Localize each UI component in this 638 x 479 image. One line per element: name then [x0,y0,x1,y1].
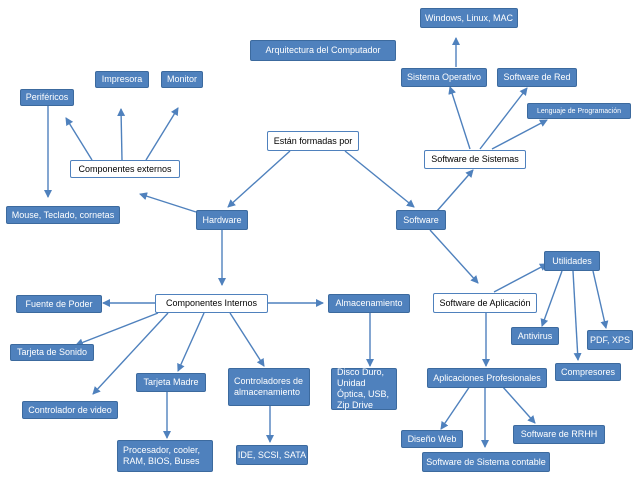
node-mouse: Mouse, Teclado, cornetas [6,206,120,224]
node-utilities: Utilidades [544,251,600,271]
node-peripherals: Periféricos [20,89,74,106]
node-os: Sistema Operativo [401,68,487,87]
arrow-utilities-to-compressors [572,270,582,361]
arrow-sys-to-lang [491,119,548,150]
node-motherboard: Tarjeta Madre [136,373,206,392]
node-compressors: Compresores [555,363,621,381]
node-os-list: Windows, Linux, MAC [420,8,518,28]
arrow-sys-to-net [479,87,528,150]
node-printer: Impresora [95,71,149,88]
arrow-external-to-printer [117,108,126,161]
arrow-external-to-monitor [145,107,179,161]
node-storage: Almacenamiento [328,294,410,313]
arrow-proapps-to-hr [501,385,536,424]
node-pro-apps: Aplicaciones Profesionales [427,368,547,388]
arrow-hardware-to-external [139,192,197,213]
node-antivirus: Antivirus [511,327,559,345]
node-net-software: Software de Red [497,68,577,87]
node-power: Fuente de Poder [16,295,102,313]
node-disks: Disco Duro, Unidad Óptica, USB, Zip Driv… [331,367,397,410]
node-software: Software [396,210,446,230]
arrow-internal-to-storage-ctrl [229,312,265,367]
arrow-sys-to-os [448,86,471,150]
node-formed-by: Están formadas por [267,131,359,151]
arrow-internal-to-motherboard [177,312,205,372]
node-storage-ctrl: Controladores de almacenamiento [228,368,310,406]
node-prog-lang: Lenguaje de Programación [527,103,631,119]
node-video: Controlador de video [22,401,118,419]
arrow-software-to-sys [436,169,474,212]
arrow-internal-to-sound [75,312,159,347]
arrow-internal-to-video [92,312,169,395]
node-pdf: PDF, XPS [587,330,633,350]
node-accounting: Software de Sistema contable [422,452,550,472]
node-web-design: Diseño Web [401,430,463,448]
node-processor: Procesador, cooler, RAM, BIOS, Buses [117,440,213,472]
arrow-software-to-app [429,229,479,284]
node-app-software: Software de Aplicación [433,293,537,313]
arrow-formed-to-software [344,150,415,208]
arrow-utilities-to-pdf [592,270,609,329]
arrow-app-to-utilities [493,263,548,293]
node-internal: Componentes Internos [155,294,268,313]
node-hardware: Hardware [196,210,248,230]
node-monitor: Monitor [161,71,203,88]
node-title: Arquitectura del Computador [250,40,396,61]
arrow-utilities-to-antivirus [540,270,563,327]
arrow-external-to-peripherals [65,117,93,161]
node-sound: Tarjeta de Sonido [10,344,94,361]
node-ide: IDE, SCSI, SATA [236,445,308,465]
arrow-proapps-to-web [440,385,471,430]
node-hr-software: Software de RRHH [513,425,605,444]
node-external: Componentes externos [70,160,180,178]
node-sys-software: Software de Sistemas [424,150,526,169]
arrow-formed-to-hardware [227,150,291,208]
